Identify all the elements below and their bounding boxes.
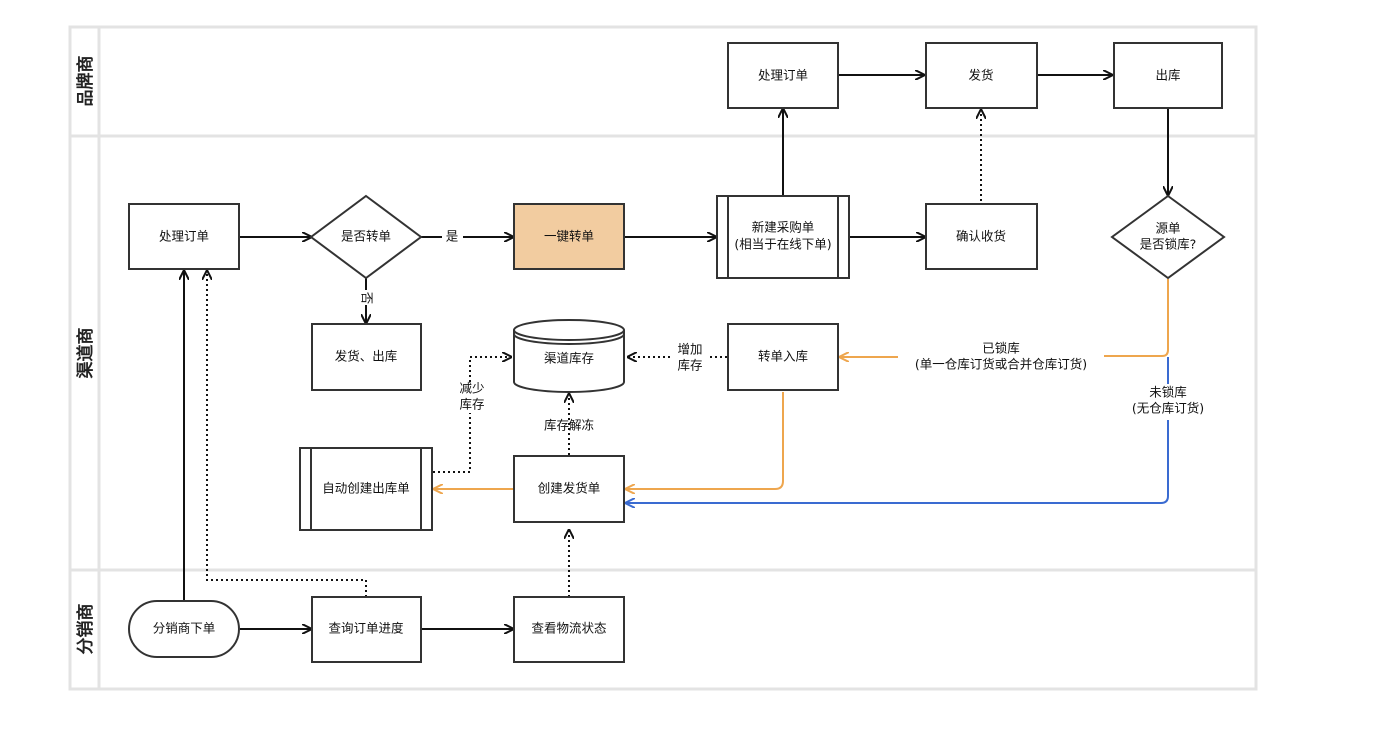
lane-label-channel: 渠道商 (75, 328, 96, 380)
node-ch-create-shipment (513, 455, 625, 523)
label-locked-2: (单一仓库订货或合并仓库订货) (915, 357, 1087, 372)
node-ch-source-locked-diamond (1110, 194, 1226, 280)
edge-reduce-label-to-inventory-dotted (469, 357, 511, 382)
label-no: 否 (360, 292, 375, 305)
label-add-inventory-1: 增加 (677, 342, 702, 357)
text-ch-confirm-receipt: 确认收货 (956, 229, 1006, 244)
text-brand-process-order: 处理订单 (758, 68, 808, 83)
text-ch-auto-create-outbound: 自动创建出库单 (322, 481, 410, 496)
text-brand-outbound: 出库 (1155, 68, 1180, 83)
lane-label-distributor: 分销商 (75, 604, 96, 655)
label-locked-1: 已锁库 (982, 341, 1020, 356)
node-brand-outbound (1113, 42, 1223, 109)
node-ch-confirm-receipt (925, 203, 1038, 270)
text-ch-new-po-line1: 新建采购单 (752, 220, 815, 235)
node-ds-view-logistics (513, 596, 625, 663)
node-ch-one-click-transfer (513, 203, 625, 270)
node-ch-transfer-in (727, 323, 839, 391)
text-ch-new-po-line2: (相当于在线下单) (734, 237, 831, 252)
node-brand-ship (925, 42, 1038, 109)
text-ch-ship-outbound: 发货、出库 (335, 349, 398, 364)
label-unfreeze-inventory: 库存解冻 (544, 418, 594, 433)
swimlane-frame (68, 25, 1258, 691)
edge-auto-outbound-to-reduce-label-dotted (433, 413, 471, 473)
text-ch-create-shipment: 创建发货单 (538, 481, 601, 496)
lane-label-brand: 品牌商 (75, 56, 96, 107)
text-ch-transfer-in: 转单入库 (758, 349, 808, 364)
text-ds-view-logistics: 查看物流状态 (531, 621, 606, 636)
node-ch-channel-inventory-rim (513, 329, 625, 341)
node-ch-channel-inventory-rim2 (513, 333, 625, 345)
edge-unlocked-label-to-shipment (626, 420, 1169, 503)
text-ch-is-transfer: 是否转单 (341, 229, 391, 244)
text-ch-process-order: 处理订单 (159, 229, 209, 244)
node-ch-process-order (128, 203, 240, 270)
edge-query-to-ch-process-dotted (207, 271, 367, 597)
edge-transfer-in-to-shipment (626, 392, 784, 489)
text-brand-ship: 发货 (968, 68, 993, 83)
node-ch-new-po (716, 195, 850, 279)
node-ch-ship-outbound (311, 323, 422, 391)
text-ds-place-order: 分销商下单 (153, 621, 216, 636)
label-add-inventory-2: 库存 (677, 358, 702, 373)
node-ch-auto-create-outbound (299, 447, 433, 531)
label-reduce-inventory-1: 减少 (459, 381, 484, 396)
text-ds-query-progress: 查询订单进度 (328, 621, 404, 636)
text-ch-source-locked-line2: 是否锁库? (1140, 237, 1197, 252)
label-unlocked-1: 未锁库 (1149, 385, 1187, 400)
node-brand-process-order (727, 42, 839, 109)
node-ds-place-order (128, 600, 240, 658)
text-ch-one-click-transfer: 一键转单 (544, 229, 594, 244)
label-reduce-inventory-2: 库存 (459, 397, 484, 412)
text-ch-channel-inventory: 渠道库存 (544, 351, 594, 366)
label-unlocked-2: (无仓库订货) (1132, 401, 1204, 416)
label-yes: 是 (446, 229, 459, 244)
edge-source-lock-to-locked-label (1104, 279, 1169, 357)
text-ch-source-locked-line1: 源单 (1155, 221, 1180, 236)
node-ds-query-progress (311, 596, 422, 663)
node-ch-is-transfer-diamond (309, 194, 423, 280)
